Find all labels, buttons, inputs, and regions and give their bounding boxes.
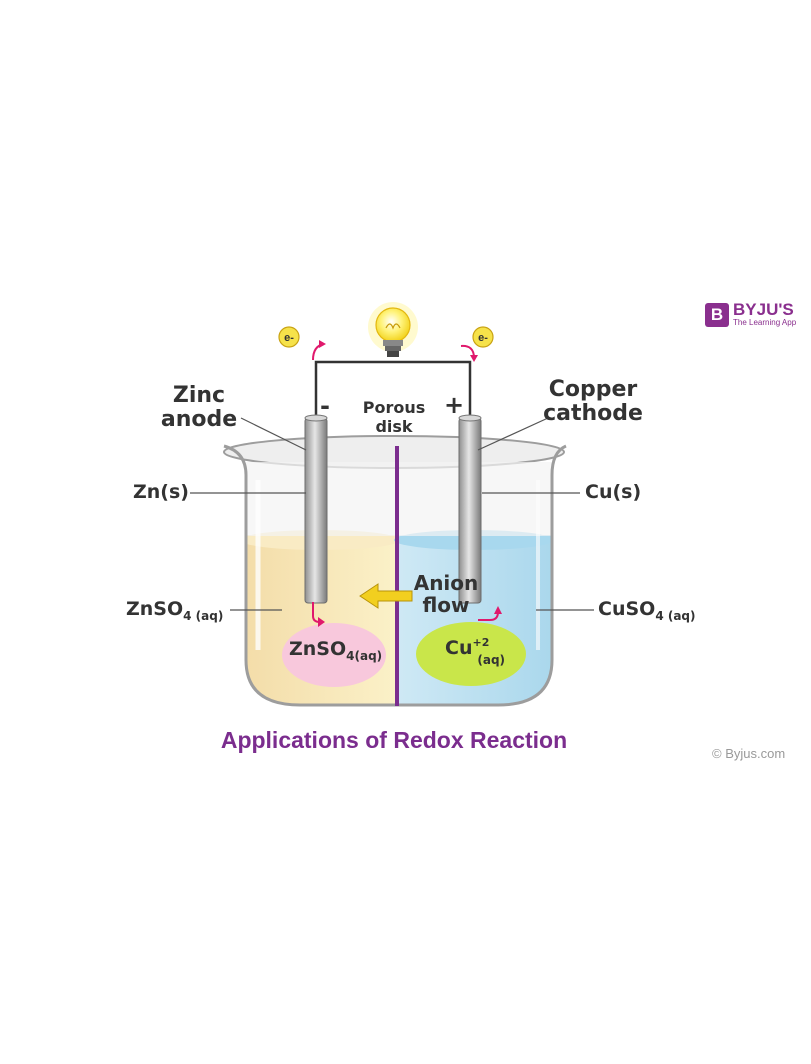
svg-text:e-: e- (478, 332, 488, 344)
logo-name: BYJU'S (733, 300, 794, 319)
electron-badge-right-icon: e- (472, 326, 494, 348)
zinc-electrode (304, 417, 328, 604)
electron-arrow-left-icon (312, 343, 325, 361)
znso4-bubble-label: ZnSO4(aq) (289, 638, 383, 663)
znso4-ion-bubble (282, 623, 386, 687)
logo-mark-icon: B (705, 302, 729, 327)
electron-badge-left-icon: e- (278, 326, 300, 348)
anion-flow-arrow-icon (359, 583, 413, 609)
porous-disk-label: Porous disk (362, 398, 426, 436)
copyright-text: © Byjus.com (712, 746, 786, 761)
copper-cathode-label: Copper cathode (543, 377, 643, 426)
positive-terminal-sign: + (444, 391, 465, 419)
zinc-solid-label: Zn(s) (133, 481, 189, 503)
byjus-logo: B BYJU'S The Learning App (705, 300, 797, 327)
logo-tagline: The Learning App (733, 318, 797, 327)
copper-solid-label: Cu(s) (585, 481, 642, 503)
light-bulb-icon (368, 302, 418, 357)
anion-flow-label: Anion flow (413, 571, 479, 617)
zinc-anode-label: Zinc anode (160, 383, 238, 432)
cu-ion-bubble (416, 622, 526, 686)
svg-text:e-: e- (284, 332, 294, 344)
cu-ion-bubble-label: Cu+2(aq) (445, 636, 506, 667)
copper-sulfate-label: CuSO4 (aq) (598, 598, 696, 623)
diagram-title: Applications of Redox Reaction (220, 727, 568, 753)
circuit-wire (314, 360, 472, 418)
negative-terminal-sign: - (320, 392, 330, 420)
zinc-sulfate-label: ZnSO4 (aq) (126, 598, 224, 623)
